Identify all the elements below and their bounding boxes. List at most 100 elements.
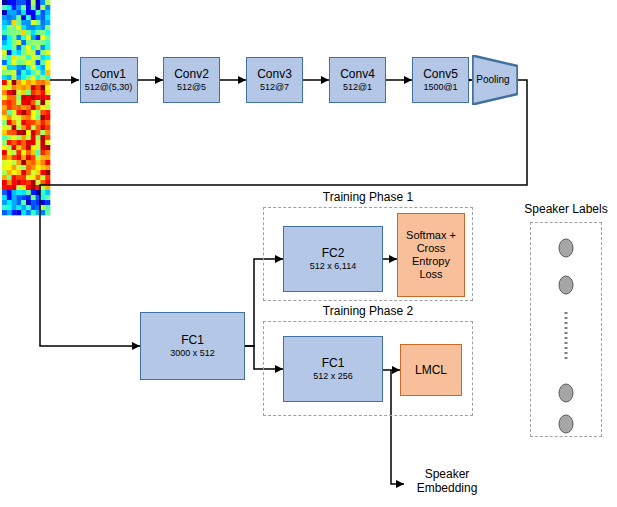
conv-layer-box: Conv1512@(5,30) xyxy=(80,57,138,103)
spectrogram-cell xyxy=(31,100,36,105)
spectrogram-cell xyxy=(7,40,12,45)
spectrogram-cell xyxy=(12,190,17,195)
spectrogram-cell xyxy=(16,65,21,70)
spectrogram-cell xyxy=(40,30,45,35)
conv-layer-box: Conv4512@1 xyxy=(329,57,386,103)
spectrogram-cell xyxy=(26,145,31,150)
spectrogram-cell xyxy=(36,10,41,15)
spectrogram-cell xyxy=(7,15,12,20)
spectrogram-cell xyxy=(45,90,50,95)
spectrogram-cell xyxy=(16,140,21,145)
spectrogram-cell xyxy=(2,50,7,55)
spectrogram-cell xyxy=(40,205,45,210)
spectrogram-cell xyxy=(7,200,12,205)
fc-layer-box: FC2512 x 6,114 xyxy=(283,226,383,292)
spectrogram-cell xyxy=(2,105,7,110)
spectrogram-cell xyxy=(40,135,45,140)
spectrogram-cell xyxy=(12,35,17,40)
spectrogram-cell xyxy=(31,5,36,10)
spectrogram-cell xyxy=(12,110,17,115)
spectrogram-cell xyxy=(21,200,26,205)
spectrogram-cell xyxy=(21,20,26,25)
spectrogram-cell xyxy=(31,135,36,140)
phase-group: Training Phase 2FC1512 x 256LMCL xyxy=(263,304,473,416)
spectrogram-cell xyxy=(12,40,17,45)
spectrogram-cell xyxy=(2,30,7,35)
group-title: Speaker Labels xyxy=(524,202,607,216)
spectrogram-cell xyxy=(16,15,21,20)
spectrogram-cell xyxy=(16,45,21,50)
spectrogram-cell xyxy=(45,25,50,30)
spectrogram-cell xyxy=(2,25,7,30)
spectrogram-cell xyxy=(7,125,12,130)
spectrogram-cell xyxy=(21,120,26,125)
spectrogram-cell xyxy=(16,190,21,195)
spectrogram-cell xyxy=(40,130,45,135)
spectrogram-cell xyxy=(2,75,7,80)
spectrogram-cell xyxy=(40,80,45,85)
spectrogram-cell xyxy=(45,170,50,175)
spectrogram-cell xyxy=(45,165,50,170)
spectrogram-cell xyxy=(16,115,21,120)
spectrogram-cell xyxy=(16,120,21,125)
spectrogram-cell xyxy=(36,5,41,10)
spectrogram-image xyxy=(2,0,50,215)
spectrogram-cell xyxy=(36,85,41,90)
spectrogram-cell xyxy=(2,85,7,90)
spectrogram-cell xyxy=(7,115,12,120)
spectrogram-cell xyxy=(31,80,36,85)
spectrogram-cell xyxy=(26,40,31,45)
spectrogram-cell xyxy=(26,65,31,70)
spectrogram-cell xyxy=(31,25,36,30)
spectrogram-cell xyxy=(45,105,50,110)
spectrogram-cell xyxy=(2,120,7,125)
spectrogram-cell xyxy=(40,175,45,180)
spectrogram-cell xyxy=(31,155,36,160)
spectrogram-cell xyxy=(7,180,12,185)
spectrogram-cell xyxy=(40,10,45,15)
spectrogram-cell xyxy=(45,120,50,125)
spectrogram-cell xyxy=(36,20,41,25)
spectrogram-cell xyxy=(45,60,50,65)
spectrogram-cell xyxy=(21,130,26,135)
spectrogram-cell xyxy=(36,165,41,170)
spectrogram-cell xyxy=(2,165,7,170)
speaker-oval xyxy=(559,415,573,433)
loss-box: LMCL xyxy=(400,344,462,396)
spectrogram-cell xyxy=(45,95,50,100)
spectrogram-cell xyxy=(2,140,7,145)
spectrogram-cell xyxy=(40,145,45,150)
spectrogram-cell xyxy=(16,90,21,95)
spectrogram-cell xyxy=(26,130,31,135)
spectrogram-cell xyxy=(21,50,26,55)
spectrogram-cell xyxy=(2,80,7,85)
connector-arrow xyxy=(220,79,246,81)
spectrogram-cell xyxy=(26,205,31,210)
spectrogram-cell xyxy=(45,195,50,200)
spectrogram-cell xyxy=(26,75,31,80)
spectrogram-cell xyxy=(31,35,36,40)
spectrogram-cell xyxy=(21,100,26,105)
spectrogram-cell xyxy=(40,15,45,20)
spectrogram-cell xyxy=(7,160,12,165)
connector-arrow xyxy=(383,369,400,371)
spectrogram-cell xyxy=(7,120,12,125)
input-arrow xyxy=(50,79,79,81)
connector-arrow xyxy=(40,80,527,346)
spectrogram-cell xyxy=(36,155,41,160)
spectrogram-cell xyxy=(16,150,21,155)
spectrogram-cell xyxy=(21,65,26,70)
layer-size: 512@5 xyxy=(177,82,206,93)
spectrogram-cell xyxy=(12,85,17,90)
spectrogram-cell xyxy=(16,180,21,185)
spectrogram-cell xyxy=(2,125,7,130)
labels-group: Speaker Labels xyxy=(530,202,602,437)
spectrogram-cell xyxy=(7,45,12,50)
spectrogram-cell xyxy=(26,90,31,95)
spectrogram-cell xyxy=(40,90,45,95)
spectrogram-cell xyxy=(31,195,36,200)
spectrogram-cell xyxy=(26,140,31,145)
spectrogram-cell xyxy=(21,95,26,100)
spectrogram-cell xyxy=(45,65,50,70)
spectrogram-cell xyxy=(21,205,26,210)
